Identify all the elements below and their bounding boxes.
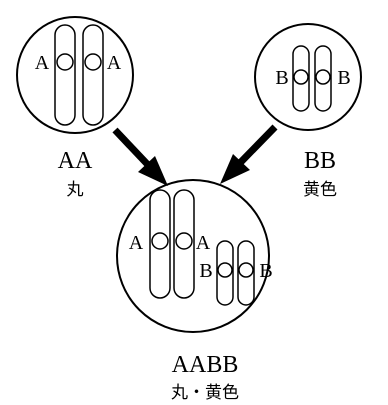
offspring-genotype: AABB	[172, 352, 239, 378]
gene-locus	[293, 69, 309, 85]
parent-left-circle	[16, 16, 134, 134]
chromosome	[82, 24, 104, 126]
gene-locus	[151, 232, 169, 250]
parent-left-phenotype: 丸	[67, 180, 84, 200]
parent-left-genotype: AA	[58, 148, 93, 174]
chromosome	[54, 24, 76, 126]
gene-locus	[84, 53, 102, 71]
offspring-circle	[116, 179, 270, 333]
gene-locus	[175, 232, 193, 250]
offspring-cell: A A B B	[116, 179, 273, 333]
gene-label: A	[129, 232, 144, 254]
arrow-left	[112, 127, 168, 186]
gene-locus	[238, 262, 254, 278]
gene-label: A	[35, 52, 50, 74]
parent-right-phenotype: 黄色	[303, 180, 337, 200]
gene-locus	[315, 69, 331, 85]
arrow-right	[220, 124, 278, 184]
gene-label: A	[196, 232, 211, 254]
parent-right-circle	[254, 23, 362, 131]
gene-label: B	[259, 260, 272, 282]
gene-locus	[217, 262, 233, 278]
gene-label: B	[275, 67, 288, 89]
offspring-phenotype: 丸・黄色	[171, 383, 239, 403]
gene-label: B	[337, 67, 350, 89]
parent-left-cell: A A	[16, 16, 134, 134]
parent-right-genotype: BB	[304, 148, 336, 174]
gene-label: A	[107, 52, 122, 74]
gene-locus	[56, 53, 74, 71]
parent-right-cell: B B	[254, 23, 362, 131]
gene-label: B	[199, 260, 212, 282]
